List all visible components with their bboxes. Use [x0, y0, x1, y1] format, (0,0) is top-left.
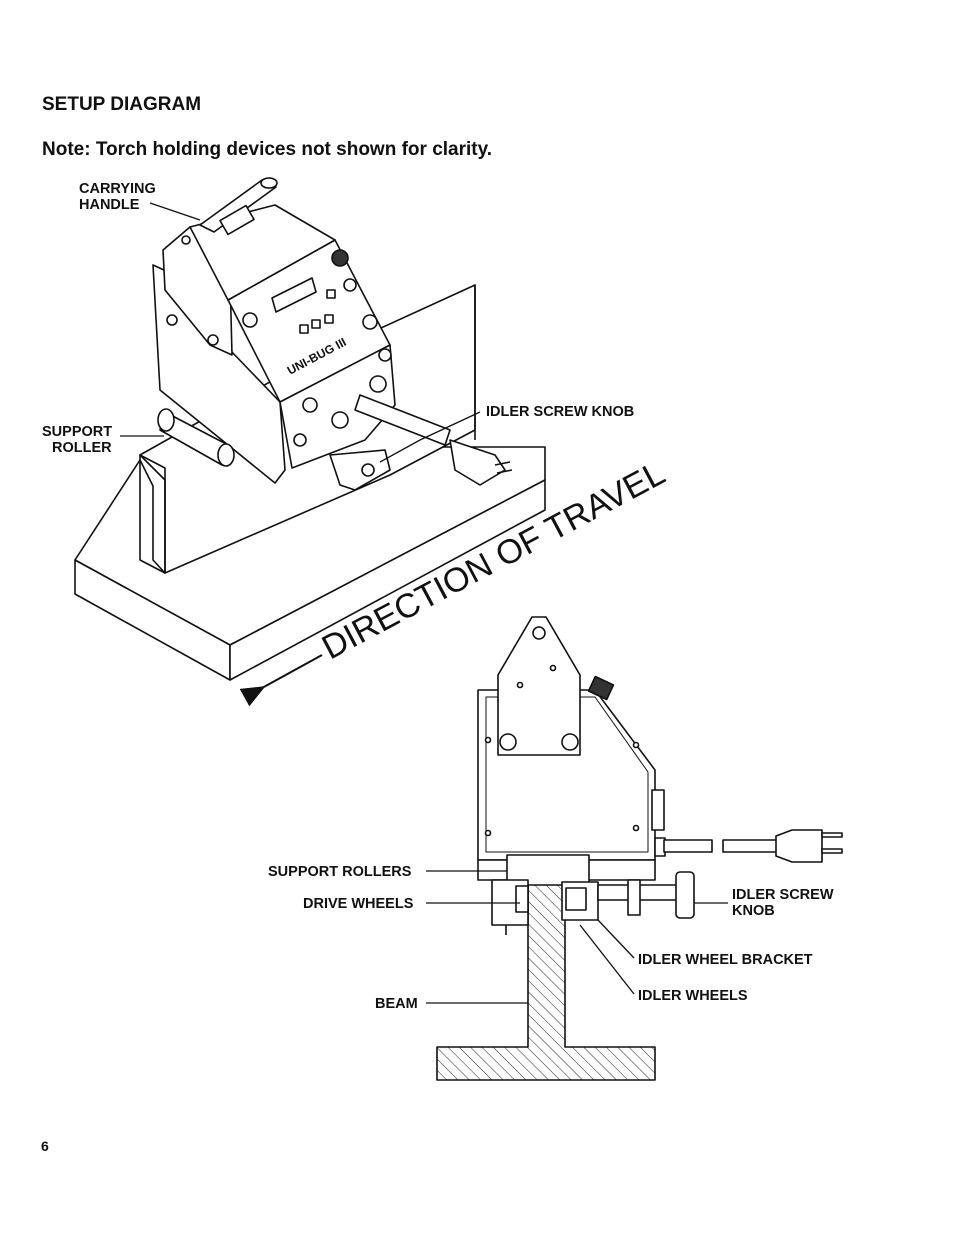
- support-roller-label: SUPPORT: [42, 424, 112, 440]
- idler-screw-knob-side-label-2: KNOB: [732, 903, 775, 919]
- side-view: [436, 616, 843, 1081]
- support-rollers-label: SUPPORT ROLLERS: [268, 864, 412, 880]
- idler-wheels-label: IDLER WHEELS: [638, 988, 748, 1004]
- isometric-view: UNI-BUG III: [74, 177, 546, 681]
- carrying-handle-label-2: HANDLE: [79, 197, 140, 213]
- section-title: SETUP DIAGRAM: [42, 94, 202, 115]
- beam-section: [436, 882, 656, 1081]
- carriage-isometric: [152, 177, 513, 491]
- idler-wheel-bracket-label: IDLER WHEEL BRACKET: [638, 952, 813, 968]
- top-leaders: [120, 202, 481, 463]
- clarity-note: Note: Torch holding devices not shown fo…: [42, 139, 493, 160]
- carrying-handle-label: CARRYING: [79, 181, 156, 197]
- beam-label: BEAM: [375, 996, 418, 1012]
- drive-wheels-label: DRIVE WHEELS: [303, 896, 414, 912]
- idler-screw-knob-side-label: IDLER SCREW: [732, 887, 834, 903]
- idler-screw-knob-label: IDLER SCREW KNOB: [486, 404, 634, 420]
- travel-arrow: [239, 654, 323, 707]
- page-number: 6: [41, 1138, 49, 1154]
- support-roller-label-2: ROLLER: [52, 440, 112, 456]
- side-leaders: [426, 870, 728, 1004]
